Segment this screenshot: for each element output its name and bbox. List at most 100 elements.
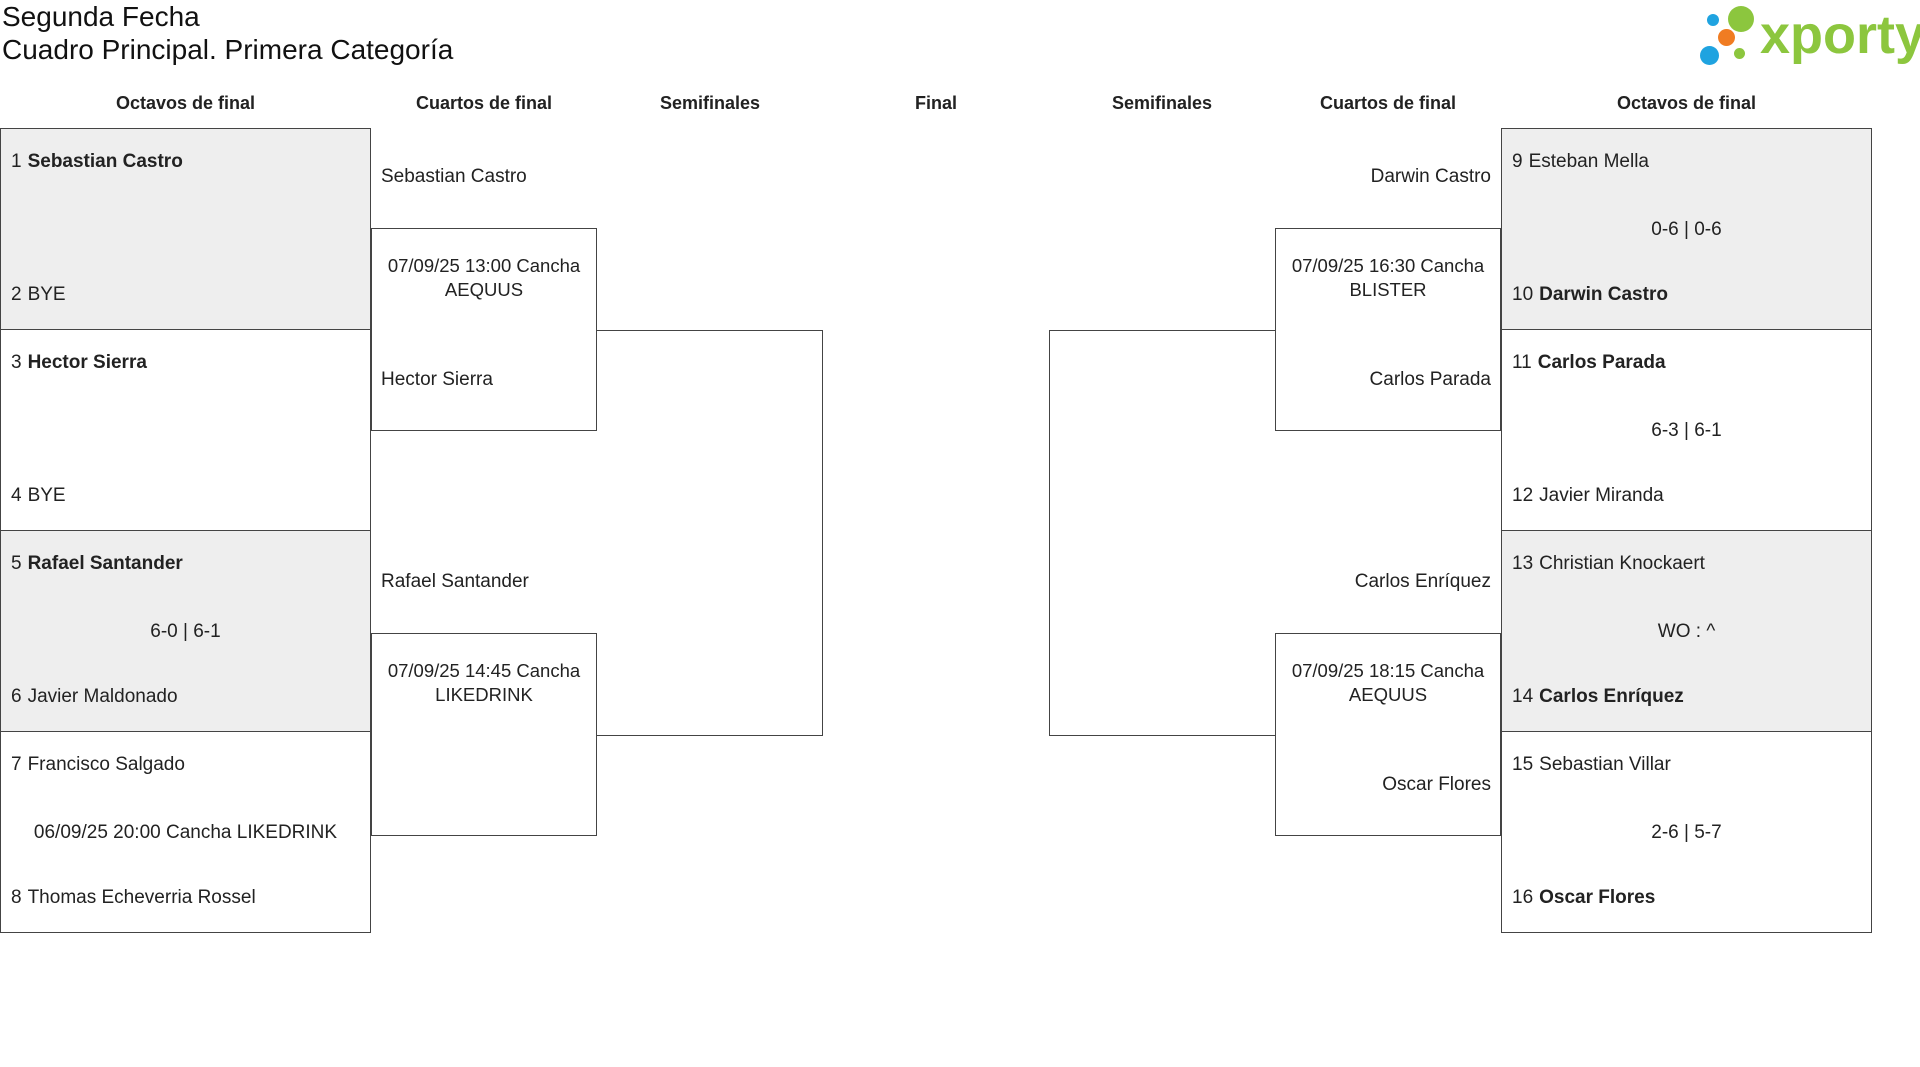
player-name: Thomas Echeverria Rossel xyxy=(27,887,256,908)
logo-dot-green-small xyxy=(1734,48,1745,59)
logo-dot-orange xyxy=(1718,29,1735,46)
seed-number: 6 xyxy=(11,686,22,707)
player-name: Christian Knockaert xyxy=(1539,553,1705,574)
match-result: 2-6 | 5-7 xyxy=(1651,822,1722,843)
seed-number: 13 xyxy=(1512,553,1534,574)
match-result: 6-0 | 6-1 xyxy=(150,621,221,642)
qf-player-name: Sebastian Castro xyxy=(381,166,527,187)
qf-player-name: Hector Sierra xyxy=(381,369,493,390)
player-name: Esteban Mella xyxy=(1528,151,1649,172)
seed-number: 12 xyxy=(1512,485,1534,506)
seed-number: 14 xyxy=(1512,686,1534,707)
schedule-court: AEQUUS xyxy=(444,279,524,300)
player-name: Darwin Castro xyxy=(1539,284,1668,305)
logo-dot-blue-small xyxy=(1707,14,1719,26)
schedule-time: 07/09/25 14:45 Cancha xyxy=(387,660,581,681)
schedule-time: 07/09/25 13:00 Cancha xyxy=(387,255,581,276)
seed-number: 10 xyxy=(1512,284,1534,305)
schedule-court: BLISTER xyxy=(1349,279,1427,300)
match-result: 0-6 | 0-6 xyxy=(1651,219,1722,240)
schedule-time: 07/09/25 16:30 Cancha xyxy=(1291,255,1485,276)
seed-number: 16 xyxy=(1512,887,1534,908)
player-name: Sebastian Villar xyxy=(1539,754,1671,775)
player-name: Javier Miranda xyxy=(1539,485,1664,506)
player-name: Rafael Santander xyxy=(27,553,183,574)
xporty-logo: xporty xyxy=(1690,2,1920,68)
qf-player-name: Oscar Flores xyxy=(1382,774,1491,795)
player-name: Hector Sierra xyxy=(27,352,147,373)
col-header-right-sf: Semifinales xyxy=(1111,93,1213,113)
player-name: Javier Maldonado xyxy=(27,686,178,707)
match-result: WO : ^ xyxy=(1657,621,1716,642)
player-name: Carlos Parada xyxy=(1537,352,1666,373)
seed-number: 7 xyxy=(11,754,22,775)
page-title: Segunda Fecha xyxy=(2,1,200,32)
match-result: 06/09/25 20:00 Cancha LIKEDRINK xyxy=(33,822,338,843)
col-header-right-r16: Octavos de final xyxy=(1616,93,1757,113)
seed-number: 8 xyxy=(11,887,22,908)
qf-player-name: Rafael Santander xyxy=(381,571,529,592)
player-name: BYE xyxy=(27,485,66,506)
qf-player-name: Carlos Enríquez xyxy=(1354,571,1491,592)
page-subtitle: Cuadro Principal. Primera Categoría xyxy=(2,34,454,65)
logo-dot-green-large xyxy=(1728,6,1754,32)
match-result: 6-3 | 6-1 xyxy=(1651,420,1722,441)
col-header-left-sf: Semifinales xyxy=(659,93,761,113)
qf-player-name: Carlos Parada xyxy=(1369,369,1491,390)
seed-number: 4 xyxy=(11,485,22,506)
col-header-left-qf: Cuartos de final xyxy=(415,93,553,113)
logo-text: xporty xyxy=(1760,5,1920,65)
player-name: Sebastian Castro xyxy=(27,151,183,172)
player-name: Francisco Salgado xyxy=(27,754,185,775)
col-header-final: Final xyxy=(914,93,957,113)
seed-number: 1 xyxy=(11,151,22,172)
player-name: BYE xyxy=(27,284,66,305)
player-name: Oscar Flores xyxy=(1539,887,1656,908)
schedule-time: 07/09/25 18:15 Cancha xyxy=(1291,660,1485,681)
seed-number: 5 xyxy=(11,553,22,574)
col-header-right-qf: Cuartos de final xyxy=(1319,93,1457,113)
qf-player-name: Darwin Castro xyxy=(1370,166,1491,187)
seed-number: 15 xyxy=(1512,754,1534,775)
schedule-court: LIKEDRINK xyxy=(435,684,533,705)
bracket-connector-right-sf xyxy=(1049,330,1276,736)
seed-number: 3 xyxy=(11,352,22,373)
seed-number: 2 xyxy=(11,284,22,305)
seed-number: 11 xyxy=(1512,352,1532,373)
player-name: Carlos Enríquez xyxy=(1539,686,1684,707)
col-header-left-r16: Octavos de final xyxy=(115,93,256,113)
schedule-court: AEQUUS xyxy=(1348,684,1428,705)
seed-number: 9 xyxy=(1512,151,1523,172)
